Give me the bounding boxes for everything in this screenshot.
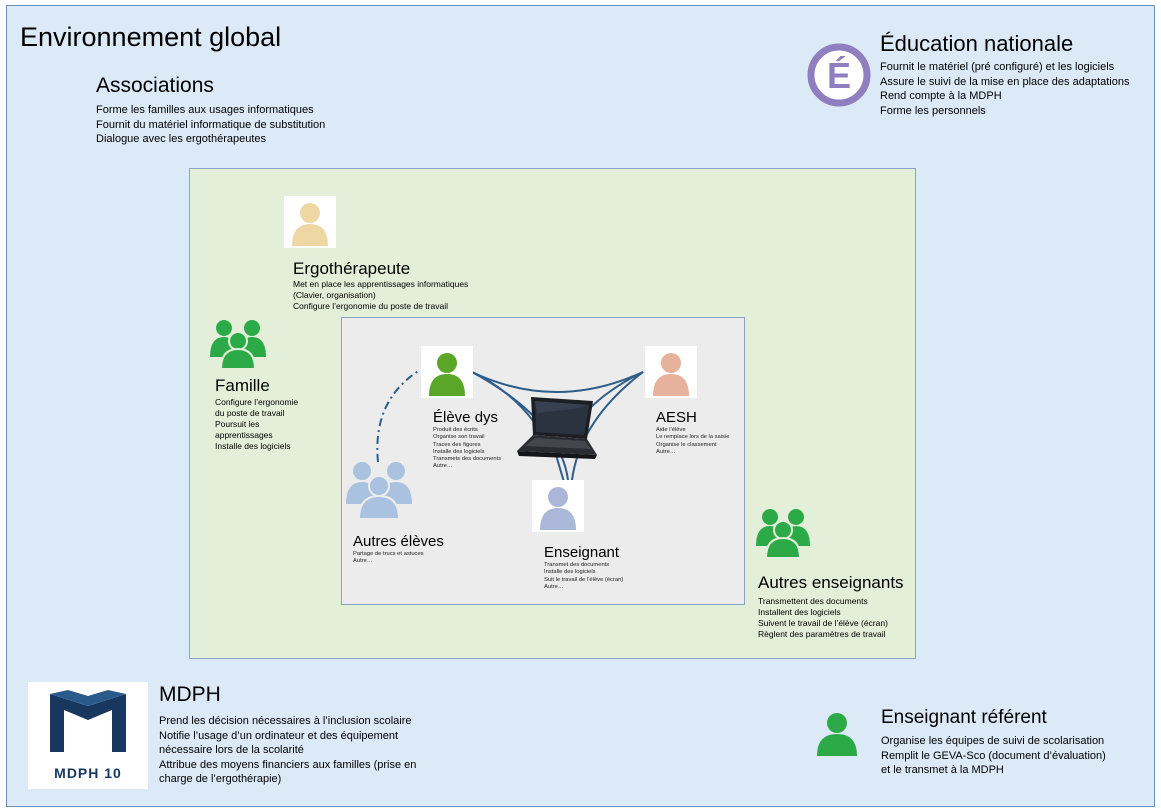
aesh-list: Aide l’élève Le remplace lors de la sais… <box>656 427 729 456</box>
associations-title: Associations <box>96 74 214 97</box>
mdph-line: charge de l’ergothérapie) <box>159 773 282 785</box>
eleve-line: Traces des figures <box>433 441 481 448</box>
autres-enseignants-line: Suivent le travail de l’élève (écran) <box>758 618 888 628</box>
aesh-line: Organise le classement <box>656 441 717 448</box>
enseignant-referent-line: Organise les équipes de suivi de scolari… <box>881 735 1105 747</box>
education-nationale-logo: É <box>806 42 872 108</box>
education-line: Fournit le matériel (pré configuré) et l… <box>880 61 1115 73</box>
ergotherapeute-person-icon <box>284 196 336 248</box>
autres-enseignants-line: Transmettent des documents <box>758 596 868 606</box>
enseignant-line: Transmet des documents <box>544 562 610 568</box>
aesh-line: Autre… <box>656 448 676 455</box>
mdph-title: MDPH <box>159 683 221 706</box>
autres-eleves-line: Partage de trucs et astuces <box>353 551 424 557</box>
mdph-line: Attribue des moyens financiers aux famil… <box>159 758 417 771</box>
eleve-line: Autre… <box>433 463 453 470</box>
link-eleve-aesh <box>471 371 644 393</box>
autres-enseignants-line: Règlent des paramètres de travail <box>758 629 886 639</box>
enseignant-referent-line: Remplit le GEVA-Sco (document d’évaluati… <box>881 749 1106 762</box>
famille-group-icon <box>207 317 269 369</box>
autres-eleves-line: Autre… <box>353 558 373 565</box>
eleve-list: Produit des écrits Organise son travail … <box>433 427 501 471</box>
enseignant-list: Transmet des documents Installe des logi… <box>544 562 623 591</box>
link-aesh-enseignant <box>571 371 644 481</box>
autres-enseignants-title: Autres enseignants <box>758 573 904 592</box>
education-logo-letter: É <box>827 55 851 96</box>
autres-enseignants-group-icon <box>754 506 812 558</box>
famille-line: Configure l’ergonomie <box>215 397 299 407</box>
education-list: Fournit le matériel (pré configuré) et l… <box>880 60 1129 118</box>
enseignant-line: Installe des logiciels <box>544 569 596 576</box>
famille-list: Configure l’ergonomie du poste de travai… <box>215 397 298 452</box>
education-line: Rend compte à la MDPH <box>880 90 1002 102</box>
autres-eleves-title: Autres élèves <box>353 533 444 550</box>
associations-line: Forme les familles aux usages informatiq… <box>96 104 314 116</box>
enseignant-title: Enseignant <box>544 544 620 561</box>
ergotherapeute-line: (Clavier, organisation) <box>293 290 376 300</box>
autres-eleves-group-icon <box>343 459 415 519</box>
education-line: Forme les personnels <box>880 104 986 117</box>
eleve-line: Transmets des documents <box>433 456 502 463</box>
enseignant-referent-list: Organise les équipes de suivi de scolari… <box>881 734 1106 778</box>
famille-title: Famille <box>215 376 270 395</box>
mdph-list: Prend les décision nécessaires à l’inclu… <box>159 714 416 787</box>
associations-line: Dialogue avec les ergothérapeutes <box>96 133 267 145</box>
mdph-line: Prend les décision nécessaires à l’inclu… <box>159 715 412 727</box>
mdph-line: Notifie l’usage d’un ordinateur et des é… <box>159 729 399 742</box>
education-line: Assure le suivi de la mise en place des … <box>880 75 1130 88</box>
enseignant-referent-title: Enseignant référent <box>881 707 1047 728</box>
ergotherapeute-line: Met en place les apprentissages informat… <box>293 279 469 289</box>
environment-title: Environnement global <box>20 22 282 52</box>
aesh-line: Le remplace lors de la saisie <box>656 434 730 441</box>
enseignant-referent-line: et le transmet à la MDPH <box>881 764 1004 776</box>
eleve-line: Produit des écrits <box>433 427 478 433</box>
ergotherapeute-title: Ergothérapeute <box>293 259 411 278</box>
enseignant-person-icon <box>532 480 584 532</box>
famille-line: Poursuit les <box>215 419 260 429</box>
aesh-person-icon <box>645 346 697 398</box>
mdph-line: nécessaire lors de la scolarité <box>159 744 304 756</box>
education-title: Éducation nationale <box>880 31 1074 56</box>
enseignant-line: Autre… <box>544 583 564 590</box>
associations-list: Forme les familles aux usages informatiq… <box>96 103 325 147</box>
link-laptop-enseignant <box>555 454 565 483</box>
eleve-title: Élève dys <box>433 409 499 426</box>
aesh-line: Aide l’élève <box>656 427 686 433</box>
mdph-logo: MDPH 10 <box>28 682 148 789</box>
associations-line: Fournit du matériel informatique de subs… <box>96 118 326 131</box>
ergotherapeute-line: Configure l’ergonomie du poste de travai… <box>293 301 448 311</box>
famille-line: Installe des logiciels <box>215 441 291 451</box>
eleve-line: Installe des logiciels <box>433 448 485 455</box>
laptop-icon <box>513 395 599 462</box>
famille-line: du poste de travail <box>215 408 285 418</box>
aesh-title: AESH <box>656 409 697 426</box>
autres-enseignants-list: Transmettent des documents Installent de… <box>758 596 888 640</box>
eleve-person-icon <box>421 346 473 398</box>
autres-eleves-list: Partage de trucs et astuces Autre… <box>353 551 424 566</box>
ergotherapeute-list: Met en place les apprentissages informat… <box>293 279 468 312</box>
eleve-line: Organise son travail <box>433 434 485 441</box>
enseignant-line: Suit le travail de l’élève (écran) <box>544 576 624 583</box>
autres-enseignants-line: Installent des logiciels <box>758 607 841 617</box>
link-autres-eleves-eleve <box>376 369 421 463</box>
famille-line: apprentissages <box>215 430 273 440</box>
mdph-logo-text: MDPH 10 <box>54 765 122 781</box>
enseignant-referent-person-icon <box>813 708 861 756</box>
